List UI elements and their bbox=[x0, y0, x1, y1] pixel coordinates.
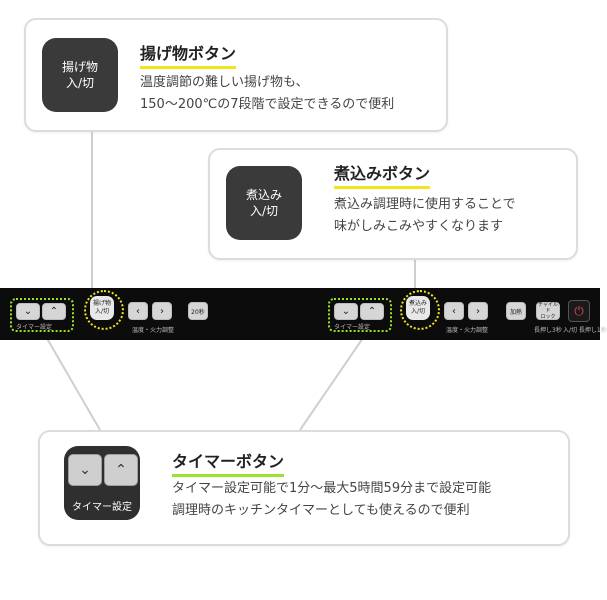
right-lock-hint: 長押し3秒 bbox=[534, 327, 562, 334]
agemono-desc-line2: 150～200℃の7段階で設定できるので便利 bbox=[140, 97, 395, 112]
agemono-key-label: 揚げ物 入/切 bbox=[61, 60, 98, 90]
left-temp-label: 温度・火力調整 bbox=[132, 327, 175, 334]
timer-up-key: ⌃ bbox=[104, 454, 138, 486]
left-fry-highlight bbox=[84, 290, 124, 330]
timer-key-label: タイマー設定 bbox=[72, 502, 132, 513]
chevron-up-icon: ⌃ bbox=[115, 462, 127, 478]
right-simmer-highlight bbox=[400, 290, 440, 330]
chevron-down-icon: ⌄ bbox=[23, 306, 33, 317]
right-heat-label: 加熱 bbox=[509, 308, 522, 316]
nikomi-title-text: 煮込みボタン bbox=[334, 164, 431, 183]
nikomi-callout: 煮込み 入/切 煮込みボタン 煮込み調理時に使用することで 味がしみこみやすくな… bbox=[208, 148, 578, 260]
chevron-up-icon: ⌃ bbox=[367, 306, 377, 317]
left-timer-up-button[interactable]: ⌃ bbox=[42, 303, 66, 320]
chevron-down-icon: ⌄ bbox=[341, 306, 351, 317]
timer-desc-line2: 調理時のキッチンタイマーとしても使えるので便利 bbox=[172, 503, 470, 518]
chevron-right-icon: › bbox=[160, 305, 164, 317]
right-timer-up-button[interactable]: ⌃ bbox=[360, 303, 384, 320]
chevron-up-icon: ⌃ bbox=[49, 306, 59, 317]
left-timer-highlight bbox=[10, 298, 74, 332]
right-child-lock-button[interactable]: チャイルド ロック bbox=[536, 302, 560, 320]
right-temp-down-button[interactable]: ‹ bbox=[444, 302, 464, 320]
timer-key-icon: ⌄ ⌃ タイマー設定 bbox=[64, 446, 140, 520]
left-temp-down-button[interactable]: ‹ bbox=[128, 302, 148, 320]
timer-title-underline bbox=[172, 474, 285, 477]
connector-nikomi bbox=[414, 258, 416, 292]
nikomi-desc-line1: 煮込み調理時に使用することで bbox=[334, 197, 516, 212]
chevron-right-icon: › bbox=[476, 305, 480, 317]
agemono-key-icon: 揚げ物 入/切 bbox=[42, 38, 118, 112]
left-timer-down-button[interactable]: ⌄ bbox=[16, 303, 40, 320]
power-hint: 入/切 長押し1秒 bbox=[563, 327, 607, 334]
left-fry-label: 揚げ物 入/切 bbox=[92, 300, 111, 315]
timer-title-text: タイマーボタン bbox=[172, 452, 285, 471]
chevron-down-icon: ⌄ bbox=[79, 462, 91, 478]
control-panel: ⌄ ⌃ タイマー設定 揚げ物 入/切 ‹ › 温度・火力調整 20秒 ⌄ ⌃ タ… bbox=[0, 288, 607, 340]
left-timer-label: タイマー設定 bbox=[16, 324, 53, 331]
right-temp-label: 温度・火力調整 bbox=[446, 327, 489, 334]
nikomi-title: 煮込みボタン bbox=[334, 160, 431, 189]
left-20sec-label: 20秒 bbox=[191, 308, 205, 316]
timer-desc-line1: タイマー設定可能で1分～最大5時間59分まで設定可能 bbox=[172, 481, 492, 496]
nikomi-desc: 煮込み調理時に使用することで 味がしみこみやすくなります bbox=[334, 194, 516, 238]
right-simmer-button[interactable]: 煮込み 入/切 bbox=[406, 296, 430, 320]
nikomi-key-icon: 煮込み 入/切 bbox=[226, 166, 302, 240]
right-simmer-label: 煮込み 入/切 bbox=[408, 300, 427, 315]
timer-title: タイマーボタン bbox=[172, 448, 285, 477]
nikomi-title-underline bbox=[334, 186, 431, 189]
power-icon: ⏻ bbox=[574, 303, 584, 318]
left-20sec-button[interactable]: 20秒 bbox=[188, 302, 208, 320]
agemono-title-text: 揚げ物ボタン bbox=[140, 44, 237, 63]
agemono-title-underline bbox=[140, 66, 237, 69]
timer-callout: ⌄ ⌃ タイマー設定 タイマーボタン タイマー設定可能で1分～最大5時間59分ま… bbox=[38, 430, 570, 546]
right-timer-label: タイマー設定 bbox=[334, 324, 371, 331]
right-timer-down-button[interactable]: ⌄ bbox=[334, 303, 358, 320]
right-child-lock-label: チャイルド ロック bbox=[538, 302, 558, 320]
agemono-desc-line1: 温度調節の難しい揚げ物も、 bbox=[140, 75, 309, 90]
agemono-desc: 温度調節の難しい揚げ物も、 150～200℃の7段階で設定できるので便利 bbox=[140, 72, 394, 116]
agemono-title: 揚げ物ボタン bbox=[140, 40, 237, 69]
agemono-callout: 揚げ物 入/切 揚げ物ボタン 温度調節の難しい揚げ物も、 150～200℃の7段… bbox=[24, 18, 448, 132]
timer-down-key: ⌄ bbox=[68, 454, 102, 486]
right-heat-button[interactable]: 加熱 bbox=[506, 302, 526, 320]
nikomi-key-label: 煮込み 入/切 bbox=[245, 188, 282, 218]
right-timer-highlight bbox=[328, 298, 392, 332]
nikomi-desc-line2: 味がしみこみやすくなります bbox=[334, 219, 504, 234]
left-temp-up-button[interactable]: › bbox=[152, 302, 172, 320]
power-button[interactable]: ⏻ bbox=[568, 300, 590, 322]
chevron-left-icon: ‹ bbox=[452, 305, 456, 317]
timer-desc: タイマー設定可能で1分～最大5時間59分まで設定可能 調理時のキッチンタイマーと… bbox=[172, 478, 491, 522]
right-temp-up-button[interactable]: › bbox=[468, 302, 488, 320]
left-fry-button[interactable]: 揚げ物 入/切 bbox=[90, 296, 114, 320]
chevron-left-icon: ‹ bbox=[136, 305, 140, 317]
connector-agemono bbox=[91, 130, 93, 290]
